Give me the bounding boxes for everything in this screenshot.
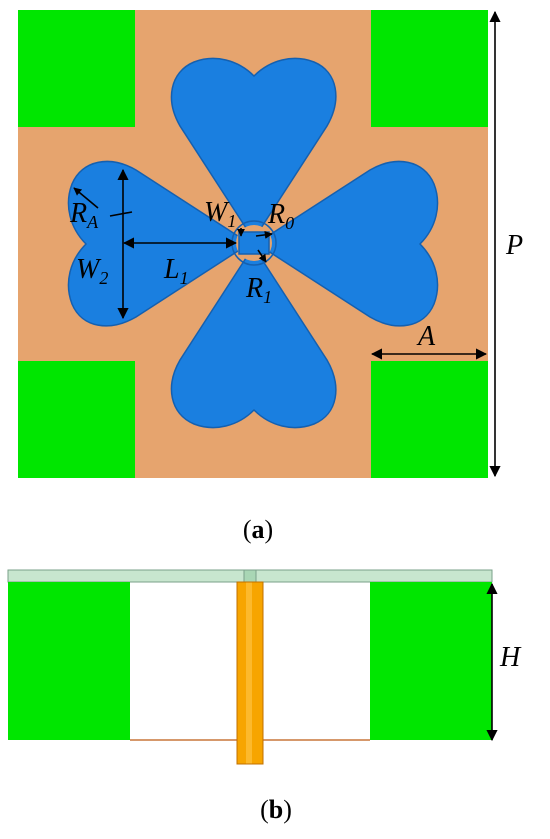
feed-pad [238, 231, 270, 255]
petal-group [67, 57, 439, 429]
corner-pillar-bottom-right [371, 361, 488, 478]
petal-top [170, 57, 337, 229]
label-l1: L1 [163, 254, 189, 288]
dim-line-r1 [257, 249, 267, 263]
dim-line-r0 [255, 230, 273, 239]
side-pillar-right [370, 582, 492, 740]
petal-right [267, 160, 439, 327]
feed-probe-edge [236, 581, 264, 765]
corner-pillar-bottom-left [18, 361, 135, 478]
caption-b: (b) [260, 795, 292, 824]
side-pillar-left [8, 582, 130, 740]
label-w1: W1 [204, 197, 236, 231]
label-a: A [416, 321, 436, 352]
label-w2: W2 [76, 254, 108, 288]
label-h: H [499, 642, 522, 673]
feed-probe-highlight [246, 582, 252, 764]
dimension-annotations [73, 10, 501, 478]
corner-pillar-top-left [18, 10, 135, 127]
petal-bottom [170, 257, 337, 429]
caption-a: (a) [243, 515, 273, 544]
panel-a-top-view: RA W1 R0 W2 L1 R1 P A (a) [18, 10, 523, 544]
dim-line-ra [73, 187, 99, 209]
label-ra: RA [69, 198, 99, 232]
panel-b-side-view: H (b) [7, 569, 522, 824]
dim-line-ra-tail [109, 211, 133, 217]
corner-pillar-top-right [371, 10, 488, 127]
label-r0: R0 [267, 199, 294, 233]
label-p: P [505, 230, 523, 261]
cap-feed-slot [243, 569, 257, 583]
label-r1: R1 [245, 273, 272, 307]
